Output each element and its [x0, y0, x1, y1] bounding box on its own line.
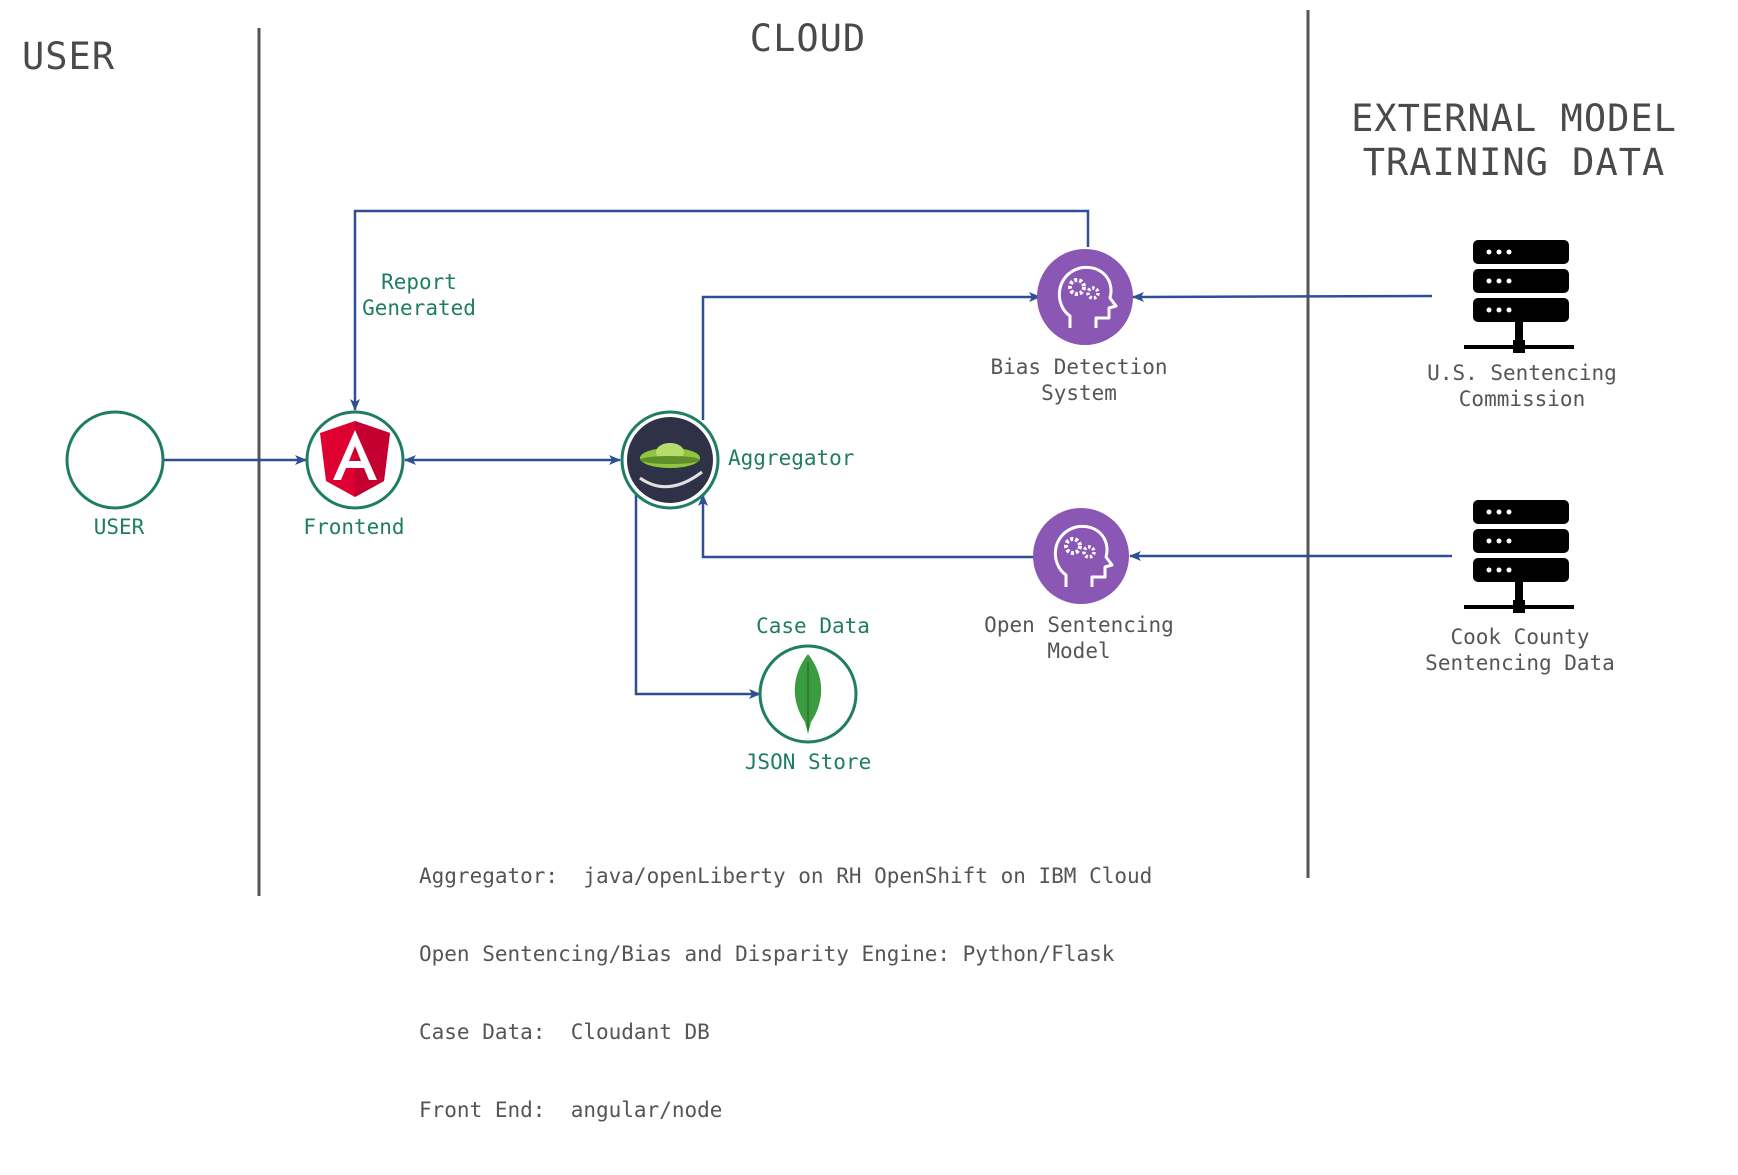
mongodb-leaf-icon: [758, 644, 858, 744]
note-line: Case Data: Cloudant DB: [419, 1020, 710, 1044]
report-generated-label-line1: Report: [381, 270, 457, 294]
edge-commission-bias: [1132, 291, 1433, 302]
ufo-icon: [620, 410, 720, 510]
open-sentencing-label-line1: Open Sentencing: [984, 613, 1174, 637]
case-data-label: Case Data: [756, 614, 870, 638]
us-commission-label-line1: U.S. Sentencing: [1427, 361, 1617, 385]
edge-aggregator-jsonstore: [634, 495, 761, 699]
brain-gears-icon: [1037, 249, 1133, 345]
aggregator-label: Aggregator: [728, 446, 855, 470]
cook-county-label-line2: Sentencing Data: [1425, 651, 1615, 675]
cook-county-label-line1: Cook County: [1450, 625, 1590, 649]
section-external-title-line1: EXTERNAL MODEL: [1351, 97, 1677, 140]
note-line: Front End: angular/node: [419, 1098, 723, 1122]
frontend-label: Frontend: [303, 515, 405, 539]
section-user-title: USER: [22, 35, 116, 78]
server-icon: [1464, 240, 1574, 353]
tech-notes: Aggregator: java/openLiberty on RH OpenS…: [419, 811, 1152, 1175]
note-line: Open Sentencing/Bias and Disparity Engin…: [419, 942, 1115, 966]
angular-logo-icon: [305, 410, 405, 510]
edge-report-generated: [350, 209, 1090, 411]
json-store-label: JSON Store: [744, 750, 872, 774]
section-cloud-title: CLOUD: [749, 17, 867, 60]
brain-gears-icon: [1033, 508, 1129, 604]
bias-detection-label-line2: System: [1041, 381, 1117, 405]
edge-model-aggregator: [698, 494, 1036, 559]
diagram-canvas: [65, 10, 1574, 896]
edge-aggregator-bias: [701, 292, 1041, 420]
open-sentencing-label-line2: Model: [1047, 639, 1111, 663]
report-generated-label-line2: Generated: [362, 296, 476, 320]
bias-detection-label-line1: Bias Detection: [990, 355, 1168, 379]
architecture-diagram: USER CLOUD EXTERNAL MODEL TRAINING DATA …: [22, 10, 1677, 1122]
section-external-title-line2: TRAINING DATA: [1362, 141, 1666, 184]
note-line: Aggregator: java/openLiberty on RH OpenS…: [419, 864, 1153, 888]
user-circle-icon: [65, 410, 165, 510]
us-commission-label-line2: Commission: [1458, 387, 1586, 411]
user-label: USER: [93, 515, 145, 539]
server-icon: [1464, 500, 1574, 613]
